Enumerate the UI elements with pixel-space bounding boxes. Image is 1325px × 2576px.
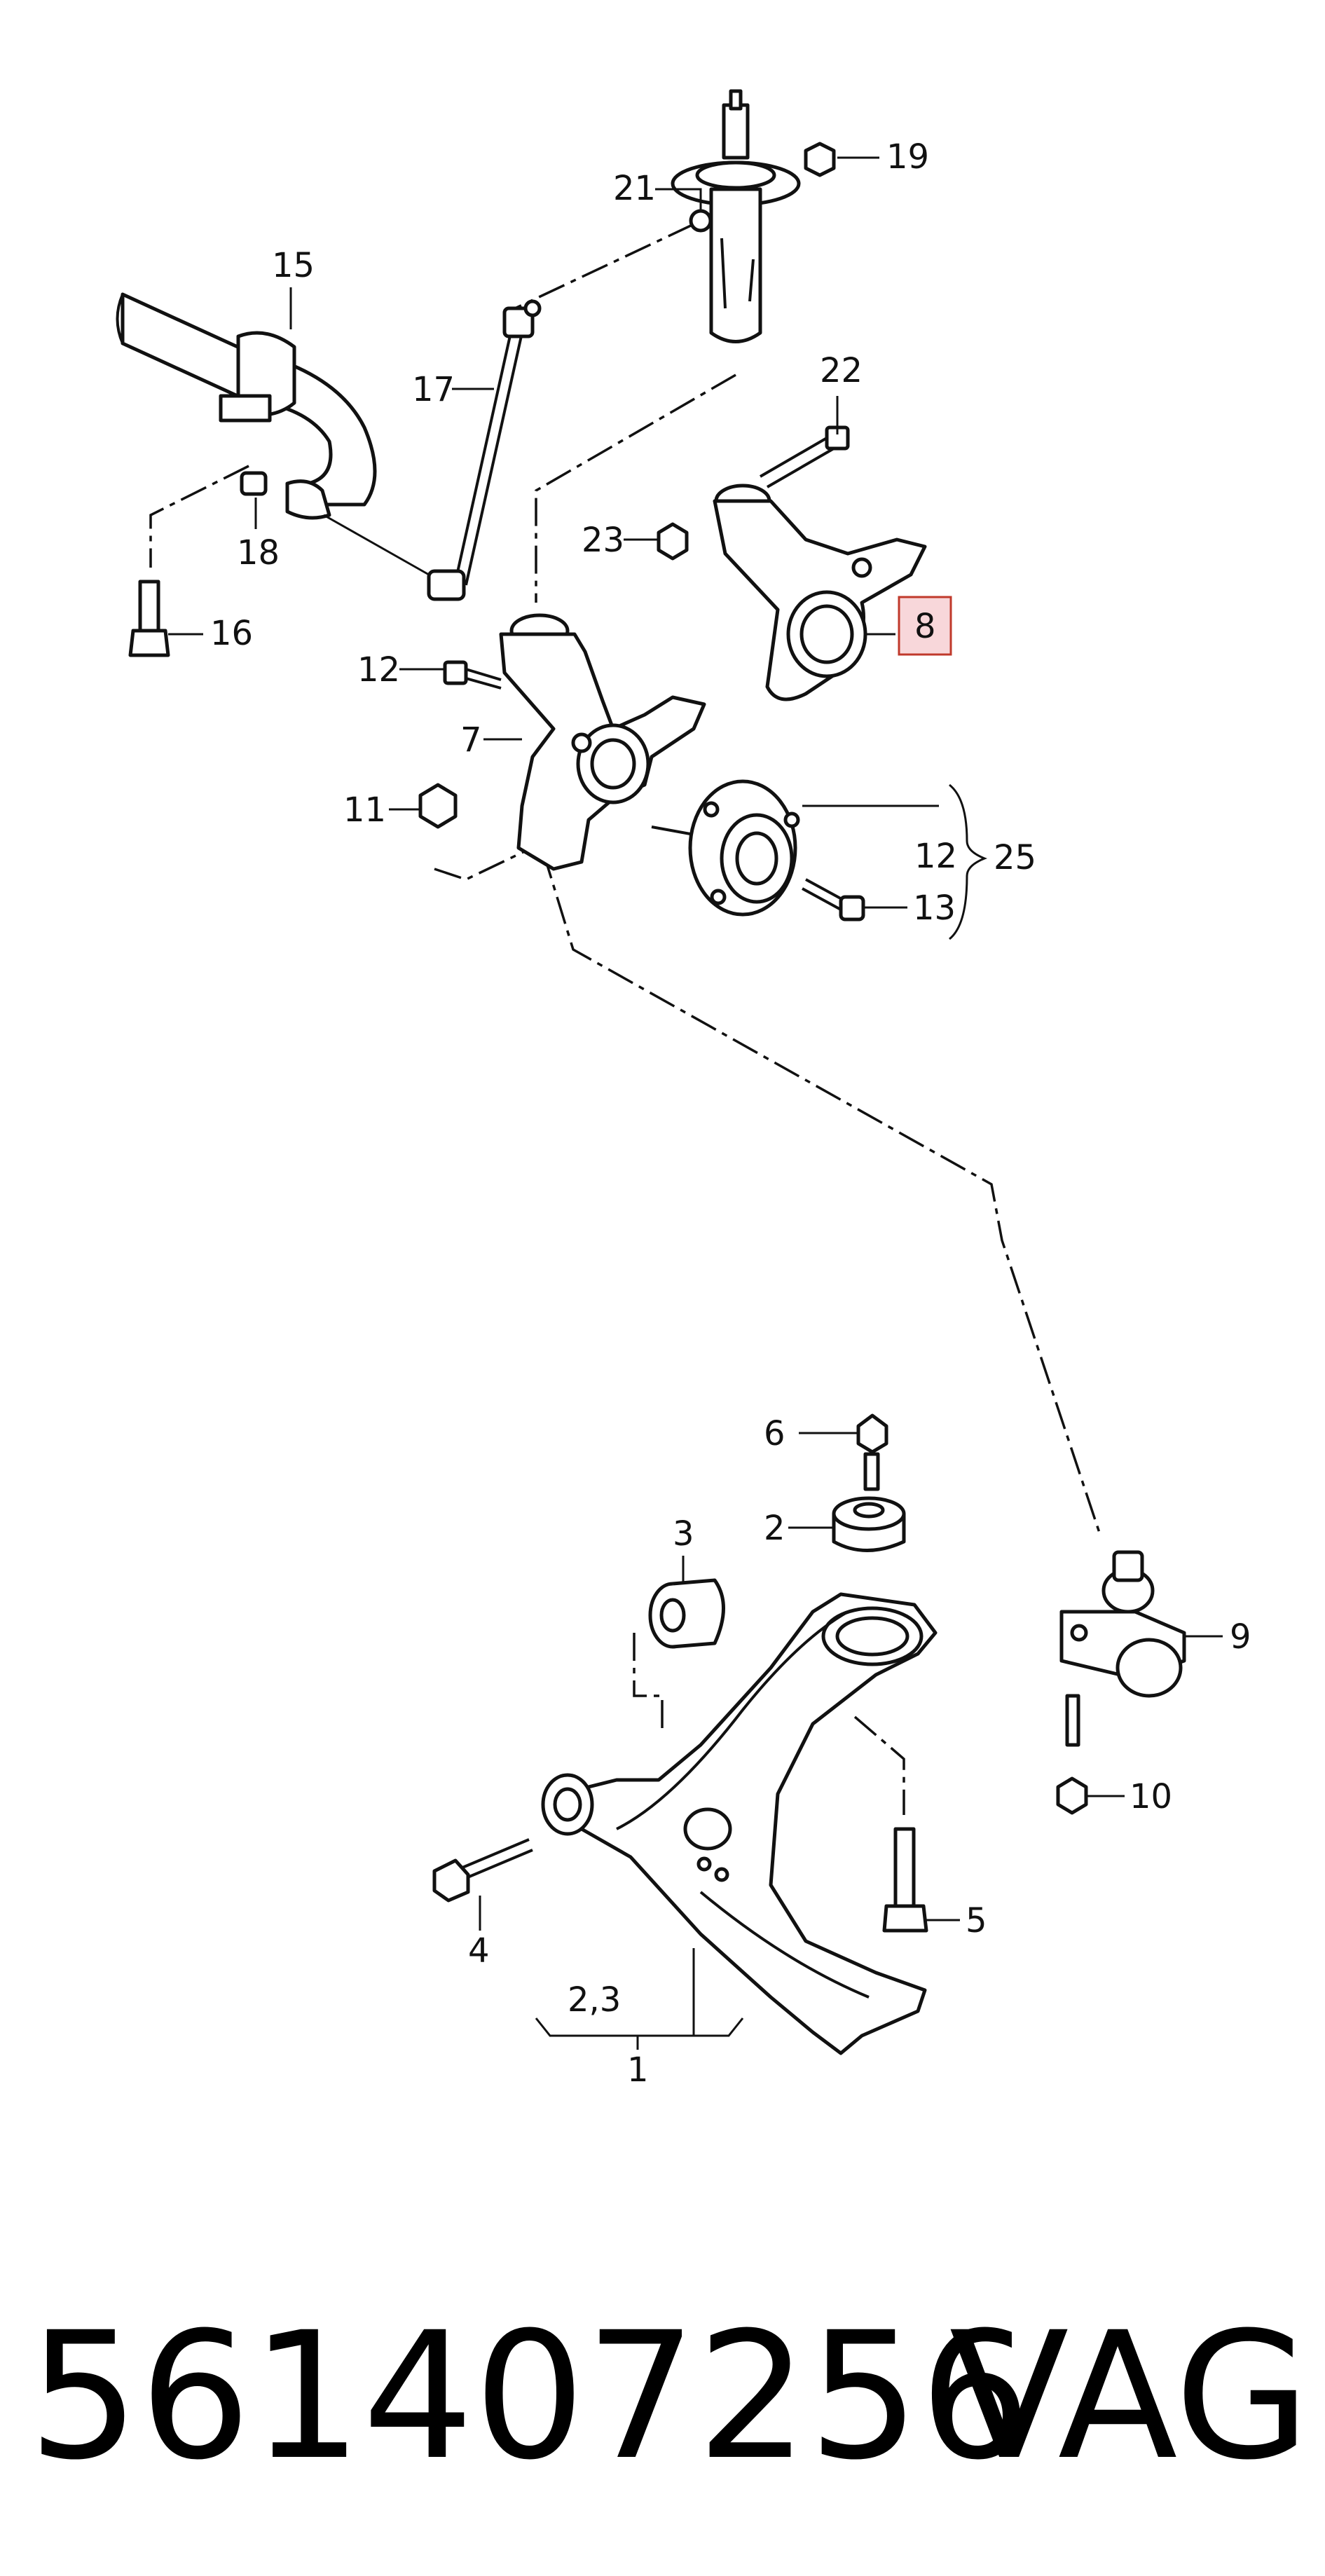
ball-joint [1059, 1550, 1186, 1698]
callout-22: 22 [820, 351, 863, 390]
callout-9: 9 [1230, 1617, 1251, 1657]
shock-absorber [671, 89, 801, 343]
callout-16: 16 [210, 614, 253, 653]
nut-19 [804, 142, 836, 177]
callout-1: 1 [627, 2050, 649, 2090]
bolt-12 [443, 660, 502, 690]
nut-11 [418, 783, 458, 829]
callout-4: 4 [468, 1931, 490, 1971]
callout-5: 5 [966, 1901, 987, 1940]
callout-13: 13 [913, 889, 956, 928]
callout-10: 10 [1130, 1777, 1172, 1816]
wheel-bearing-carrier [499, 613, 706, 871]
brand-name: VAG [949, 2294, 1310, 2498]
part-number: 561407256 [28, 2294, 1031, 2498]
callout-12-hub: 12 [914, 837, 957, 876]
highlight-box [898, 596, 952, 656]
callout-15: 15 [272, 246, 315, 285]
nut-6 [856, 1413, 888, 1491]
callout-19: 19 [886, 137, 929, 177]
callout-2-3: 2,3 [568, 1980, 621, 2020]
callout-12-bolt: 12 [357, 650, 400, 690]
stabilizer-bar [116, 292, 377, 520]
control-arm [541, 1592, 938, 2055]
bush-2 [832, 1496, 906, 1552]
stabilizer-link [323, 299, 542, 601]
nut-23 [657, 522, 689, 561]
wheel-bearing-housing [713, 484, 927, 701]
callout-18: 18 [237, 533, 280, 573]
callout-11: 11 [343, 790, 386, 830]
footer: 561407256 VAG [28, 2284, 1310, 2516]
nut-10 [1056, 1694, 1088, 1815]
assembly-lines [149, 223, 1101, 1815]
callout-25: 25 [994, 838, 1036, 877]
bush-3 [648, 1578, 725, 1649]
callout-8: 8 [914, 607, 936, 646]
wheel-hub [651, 779, 800, 917]
callout-8-highlight: 8 [898, 596, 952, 656]
callout-23: 23 [582, 521, 624, 560]
bolt-4 [432, 1838, 533, 1903]
callout-3: 3 [673, 1514, 694, 1554]
callout-labels: 19 21 15 17 22 18 23 16 12 7 11 12 25 13… [210, 137, 1251, 2090]
callout-21: 21 [613, 169, 656, 208]
callout-7: 7 [460, 720, 482, 760]
leader-lines [168, 156, 1223, 2050]
bolt-5 [882, 1827, 928, 1933]
nut-18 [240, 471, 268, 496]
callout-2: 2 [764, 1509, 785, 1548]
callout-17: 17 [412, 370, 455, 409]
callout-6: 6 [764, 1414, 785, 1453]
bolt-16 [128, 580, 170, 657]
bolt-22 [759, 425, 850, 488]
bolt-13 [802, 878, 865, 922]
